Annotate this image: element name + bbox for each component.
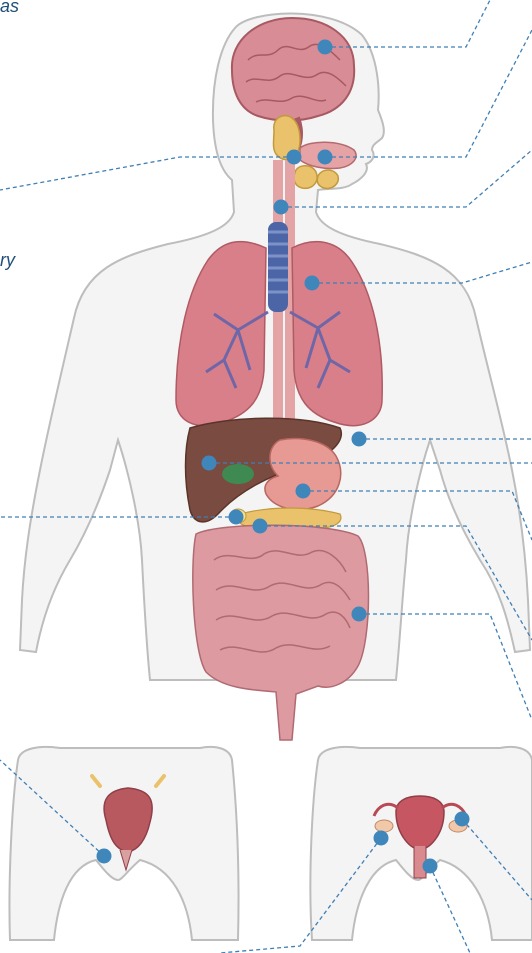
pancreas-marker [253, 519, 268, 534]
salivary-gland-marker [287, 150, 302, 165]
ovary-right-marker [455, 812, 470, 827]
partial-label-top: as [0, 0, 19, 17]
male-pelvis-inset [9, 747, 238, 940]
bladder-marker [97, 849, 112, 864]
stomach-marker [296, 484, 311, 499]
cervix-marker [423, 859, 438, 874]
intestines-illustration [193, 525, 369, 740]
brain-marker [318, 40, 333, 55]
partial-label-middle: ry [0, 250, 15, 271]
stomach-illustration [265, 439, 341, 510]
ovary-left-marker [374, 831, 389, 846]
breast-marker [352, 432, 367, 447]
lung-marker [305, 276, 320, 291]
leader-line [430, 866, 470, 953]
esophagus-marker [274, 200, 289, 215]
liver-marker [202, 456, 217, 471]
female-pelvis-inset [310, 747, 532, 940]
gallbladder-marker [229, 510, 244, 525]
mouth-marker [318, 150, 333, 165]
trachea-illustration [268, 222, 288, 312]
colon-marker [352, 607, 367, 622]
